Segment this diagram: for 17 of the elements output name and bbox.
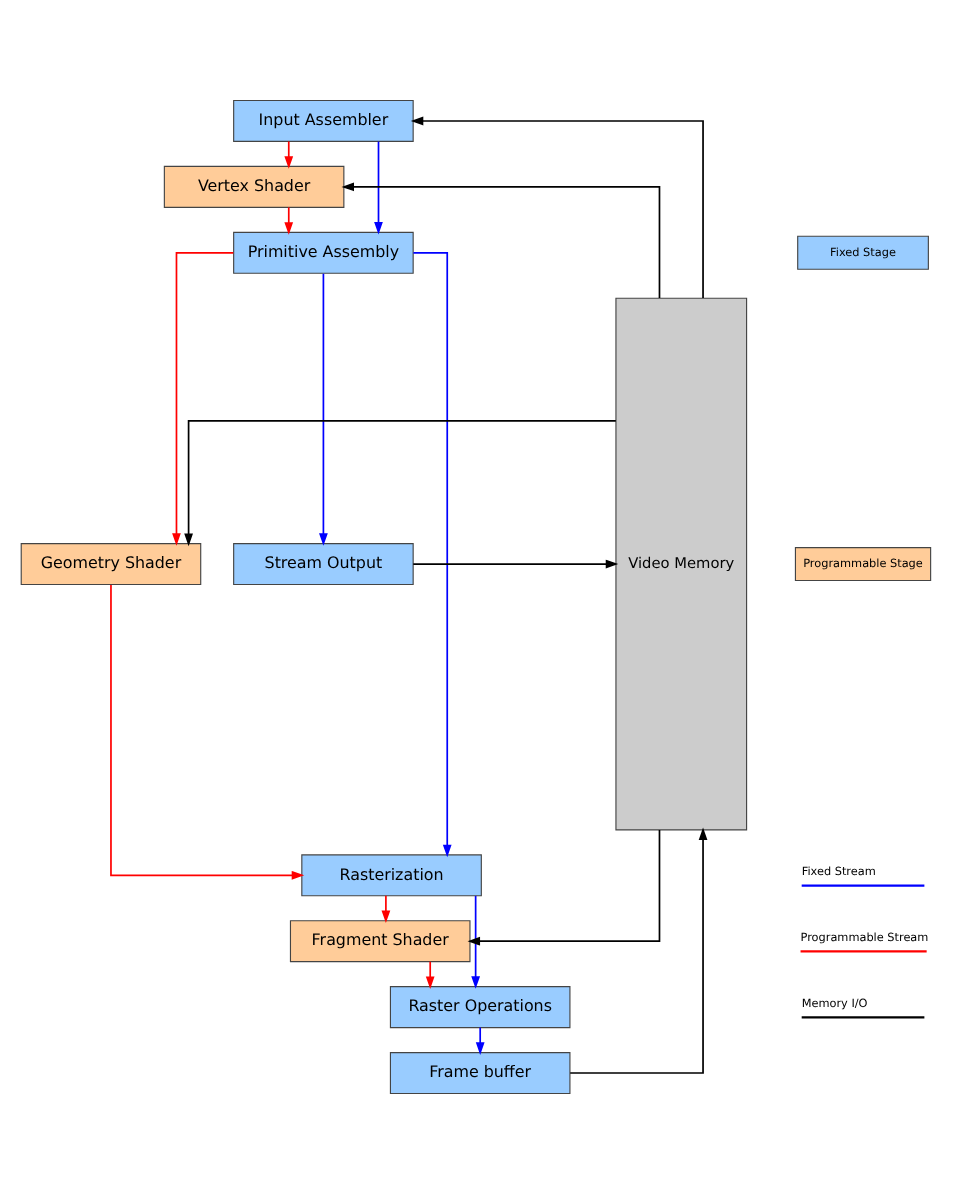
arrow <box>412 559 619 569</box>
arrow <box>284 206 294 235</box>
arrow <box>284 140 294 169</box>
arrow <box>381 894 391 924</box>
arrow <box>410 116 704 299</box>
arrow <box>172 251 235 546</box>
arrow <box>341 182 661 299</box>
arrow <box>110 584 305 880</box>
arrow <box>319 272 328 546</box>
arrow <box>467 829 661 946</box>
arrow <box>471 895 480 989</box>
arrow <box>374 140 383 235</box>
arrow <box>569 827 708 1074</box>
arrow <box>425 960 435 989</box>
arrow <box>184 420 617 547</box>
arrow <box>475 1026 485 1055</box>
arrow <box>412 251 452 858</box>
